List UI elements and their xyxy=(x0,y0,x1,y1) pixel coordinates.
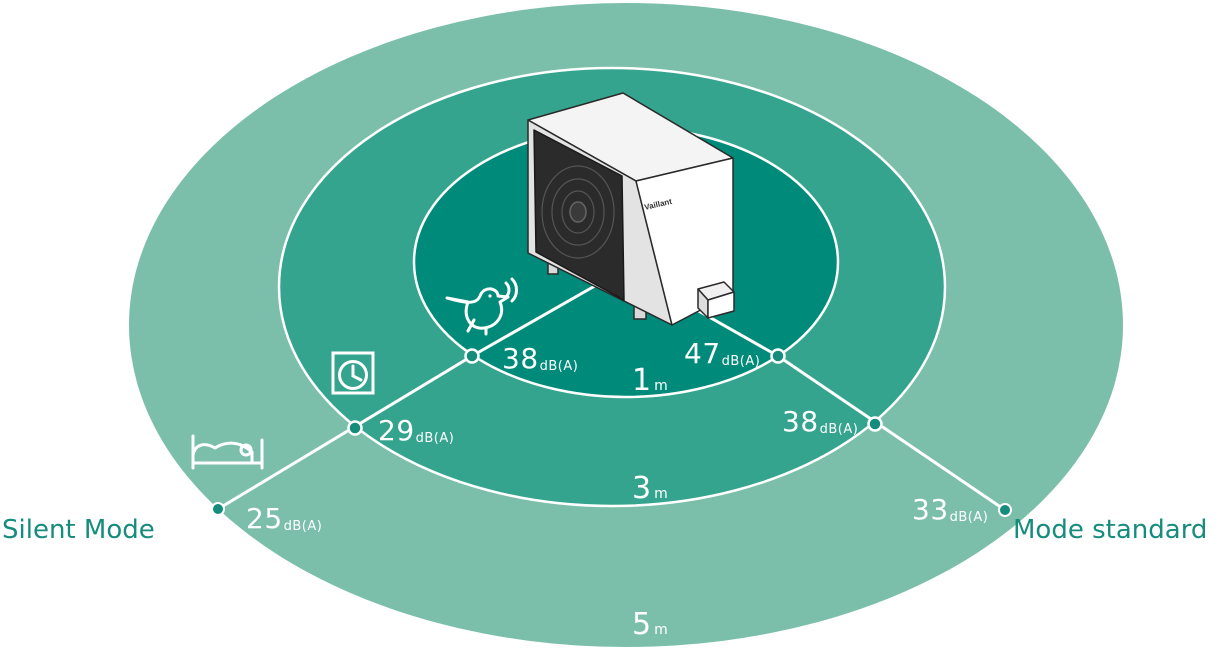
level-unit: dB(A) xyxy=(949,510,989,525)
level-value: 47 xyxy=(684,337,721,370)
standard-point-3m xyxy=(867,416,883,432)
level-value: 38 xyxy=(502,342,539,375)
silent-level-5m: 25dB(A) xyxy=(246,502,323,535)
bed-icon xyxy=(191,434,264,470)
level-unit: dB(A) xyxy=(415,431,455,446)
standard-level-5m: 33dB(A) xyxy=(912,493,989,526)
level-value: 29 xyxy=(378,414,415,447)
standard-point-5m xyxy=(998,503,1012,517)
level-unit: dB(A) xyxy=(283,519,323,534)
level-unit: dB(A) xyxy=(721,354,761,369)
bird-icon xyxy=(445,277,518,336)
silent-point-3m xyxy=(347,420,363,436)
standard-point-1m xyxy=(770,348,786,364)
distance-value: 3 xyxy=(632,471,652,506)
level-value: 33 xyxy=(912,493,949,526)
distance-value: 1 xyxy=(632,363,652,398)
silent-level-3m: 29dB(A) xyxy=(378,414,455,447)
silent-point-1m xyxy=(464,348,480,364)
standard-level-1m: 47dB(A) xyxy=(684,337,761,370)
distance-unit: m xyxy=(654,622,668,638)
standard-level-3m: 38dB(A) xyxy=(782,405,859,438)
silent-mode-label: Silent Mode xyxy=(2,515,155,545)
level-unit: dB(A) xyxy=(539,359,579,374)
heat-pump-unit xyxy=(527,92,735,326)
distance-unit: m xyxy=(654,486,668,502)
silent-point-5m xyxy=(211,502,225,516)
clock-icon xyxy=(331,351,375,395)
level-value: 25 xyxy=(246,502,283,535)
distance-value: 5 xyxy=(632,607,652,642)
level-unit: dB(A) xyxy=(819,422,859,437)
distance-unit: m xyxy=(654,378,668,394)
level-value: 38 xyxy=(782,405,819,438)
silent-level-1m: 38dB(A) xyxy=(502,342,579,375)
standard-mode-label: Mode standard xyxy=(1013,515,1208,545)
